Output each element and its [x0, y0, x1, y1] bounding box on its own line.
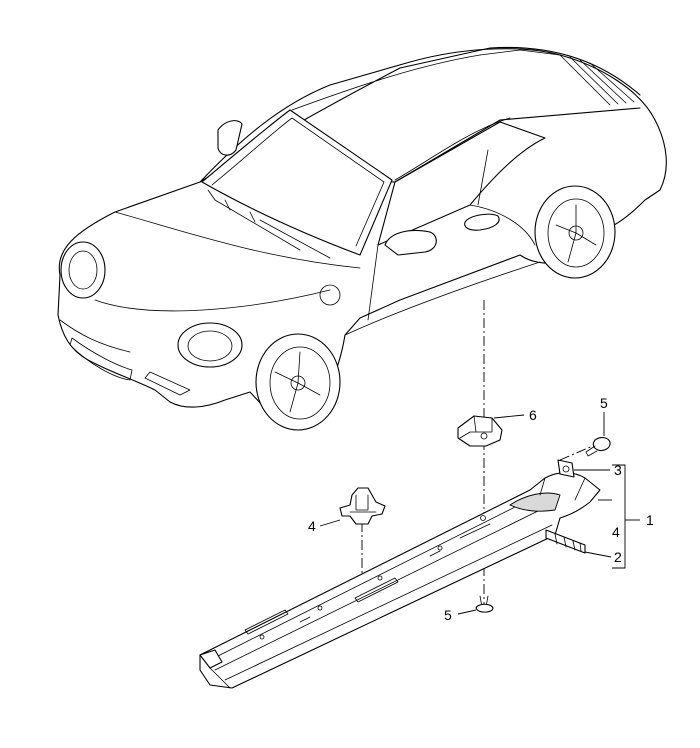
callout-2: 2: [614, 549, 622, 565]
part-2-strip: [545, 529, 612, 558]
part-4-clip: [319, 487, 386, 527]
part-5-screw-bottom: [457, 595, 494, 615]
part-5-screw-top: [585, 412, 611, 457]
callout-5-top: 5: [600, 395, 608, 411]
callout-3: 3: [614, 462, 622, 478]
callout-5-bottom: 5: [444, 607, 452, 623]
sill-trim: [199, 472, 601, 689]
center-line-screw: [559, 444, 596, 461]
callout-1: 1: [646, 512, 654, 528]
group-bracket: [612, 464, 626, 569]
callout-4-clip: 4: [308, 518, 316, 534]
car-illustration: [57, 46, 667, 431]
callout-4-bracket: 4: [612, 524, 620, 540]
part-6-bracket: [457, 414, 525, 447]
callout-6: 6: [529, 407, 537, 423]
part-3-nut: [557, 459, 610, 478]
